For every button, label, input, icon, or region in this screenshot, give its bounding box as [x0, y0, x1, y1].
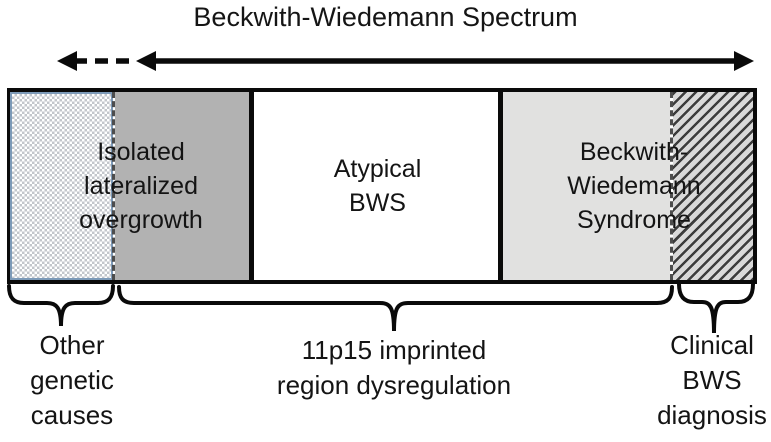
spectrum-arrows: [57, 51, 754, 71]
callout-label-clinical-bws-diagnosis: Clinical BWS diagnosis: [657, 330, 767, 430]
dashed-boundary-right: [670, 92, 673, 280]
brace-clinical-bws: [677, 283, 755, 334]
segment-isolated-lateralized-overgrowth: [115, 92, 249, 280]
segment-clinical-bws-diagnosis: [673, 92, 753, 280]
callout-braces: [7, 283, 755, 334]
callout-label-11p15-imprinted: 11p15 imprinted region dysregulation: [276, 335, 512, 400]
callout-label-other-genetic-causes: Other genetic causes: [30, 330, 114, 430]
figure-title: Beckwith-Wiedemann Spectrum: [193, 2, 578, 32]
segment-beckwith-wiedemann-syndrome: [503, 92, 670, 280]
segment-label-bws-syndrome: Beckwith- Wiedemann Syndrome: [567, 138, 701, 234]
segment-other-genetic-causes: [10, 92, 113, 280]
solid-double-arrow-icon: [136, 51, 754, 71]
dashed-boundary-left: [112, 92, 115, 280]
brace-imprinted-region: [117, 285, 674, 332]
brace-other-genetic: [7, 284, 115, 327]
dashed-extension-arrow-icon: [57, 51, 136, 71]
segment-label-atypical-bws: Atypical BWS: [333, 155, 422, 217]
segment-divider: [498, 90, 503, 282]
segment-divider: [249, 90, 254, 282]
segment-label-overgrowth: Isolated lateralized overgrowth: [79, 138, 203, 234]
